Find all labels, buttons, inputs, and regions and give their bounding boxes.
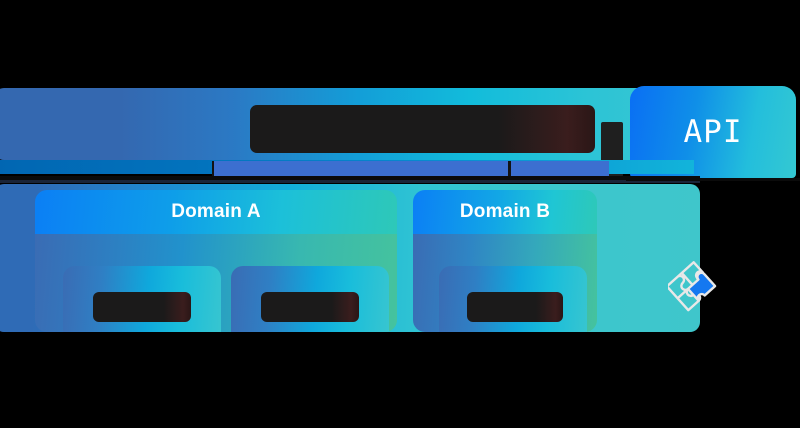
domain-panel-b[interactable]: Domain B (413, 190, 597, 332)
domain-a-body (35, 234, 397, 332)
service-card[interactable] (231, 266, 389, 332)
api-label: API (683, 113, 743, 150)
service-card[interactable] (439, 266, 587, 332)
divider-bar-mid (212, 161, 609, 176)
service-card-label-redacted (467, 292, 563, 322)
divider-tick (508, 161, 511, 176)
domain-panel-a[interactable]: Domain A (35, 190, 397, 332)
service-card-label-redacted (93, 292, 191, 322)
domain-a-header: Domain A (35, 190, 397, 234)
platform-band-label-redacted (250, 105, 595, 153)
domain-b-header: Domain B (413, 190, 597, 234)
puzzle-piece-icon (665, 258, 728, 318)
domain-a-title: Domain A (171, 201, 261, 222)
divider-rule-top (0, 176, 700, 180)
divider-rule-right (626, 178, 800, 181)
domain-b-body (413, 234, 597, 332)
service-card-label-redacted (261, 292, 359, 322)
service-card[interactable] (63, 266, 221, 332)
domain-b-title: Domain B (459, 201, 551, 222)
divider-rule-bottom (0, 180, 700, 183)
